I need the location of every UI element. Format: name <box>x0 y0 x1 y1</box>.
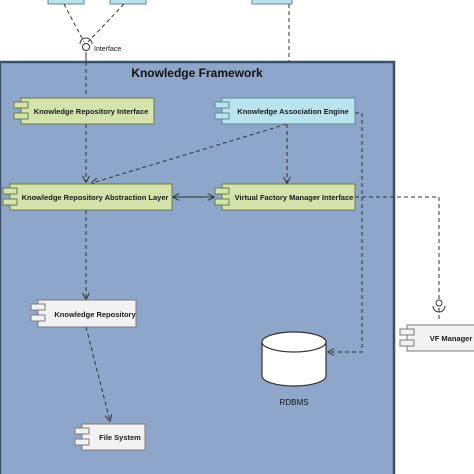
kri-label: Knowledge Repository Interface <box>34 107 149 116</box>
component-vf-manager: VF Manager <box>399 324 474 352</box>
connectors-top <box>63 3 289 96</box>
vfm-label: VF Manager <box>430 334 473 343</box>
connectors-internal <box>86 62 363 421</box>
kral-label: Knowledge Repository Abstraction Layer <box>22 193 169 202</box>
top-component-middle <box>109 0 147 5</box>
fs-label: File System <box>99 433 141 442</box>
component-knowledge-association-engine: Knowledge Association Engine <box>214 97 356 125</box>
top-component-right <box>251 0 293 5</box>
framework-title: Knowledge Framework <box>131 66 263 80</box>
interface-lollipop: Interface <box>79 37 121 53</box>
interface-label: Interface <box>94 46 121 53</box>
component-file-system: File System <box>74 423 146 451</box>
vf-manager-socket <box>432 299 446 313</box>
knowledge-framework-frame: Knowledge Framework <box>0 60 396 474</box>
component-knowledge-repository: Knowledge Repository <box>30 299 137 328</box>
rdbms-label: RDBMS <box>280 398 309 407</box>
kae-label: Knowledge Association Engine <box>237 107 348 116</box>
connector-to-vf-manager <box>355 196 440 322</box>
vfmi-label: Virtual Factory Manager Interface <box>235 193 354 202</box>
database-rdbms: RDBMS <box>261 331 327 407</box>
top-component-left <box>47 0 85 5</box>
kr-label: Knowledge Repository <box>54 310 136 319</box>
component-knowledge-repository-abstraction-layer: Knowledge Repository Abstraction Layer <box>2 183 173 211</box>
component-virtual-factory-manager-interface: Virtual Factory Manager Interface <box>214 183 356 211</box>
component-knowledge-repository-interface: Knowledge Repository Interface <box>13 97 155 125</box>
